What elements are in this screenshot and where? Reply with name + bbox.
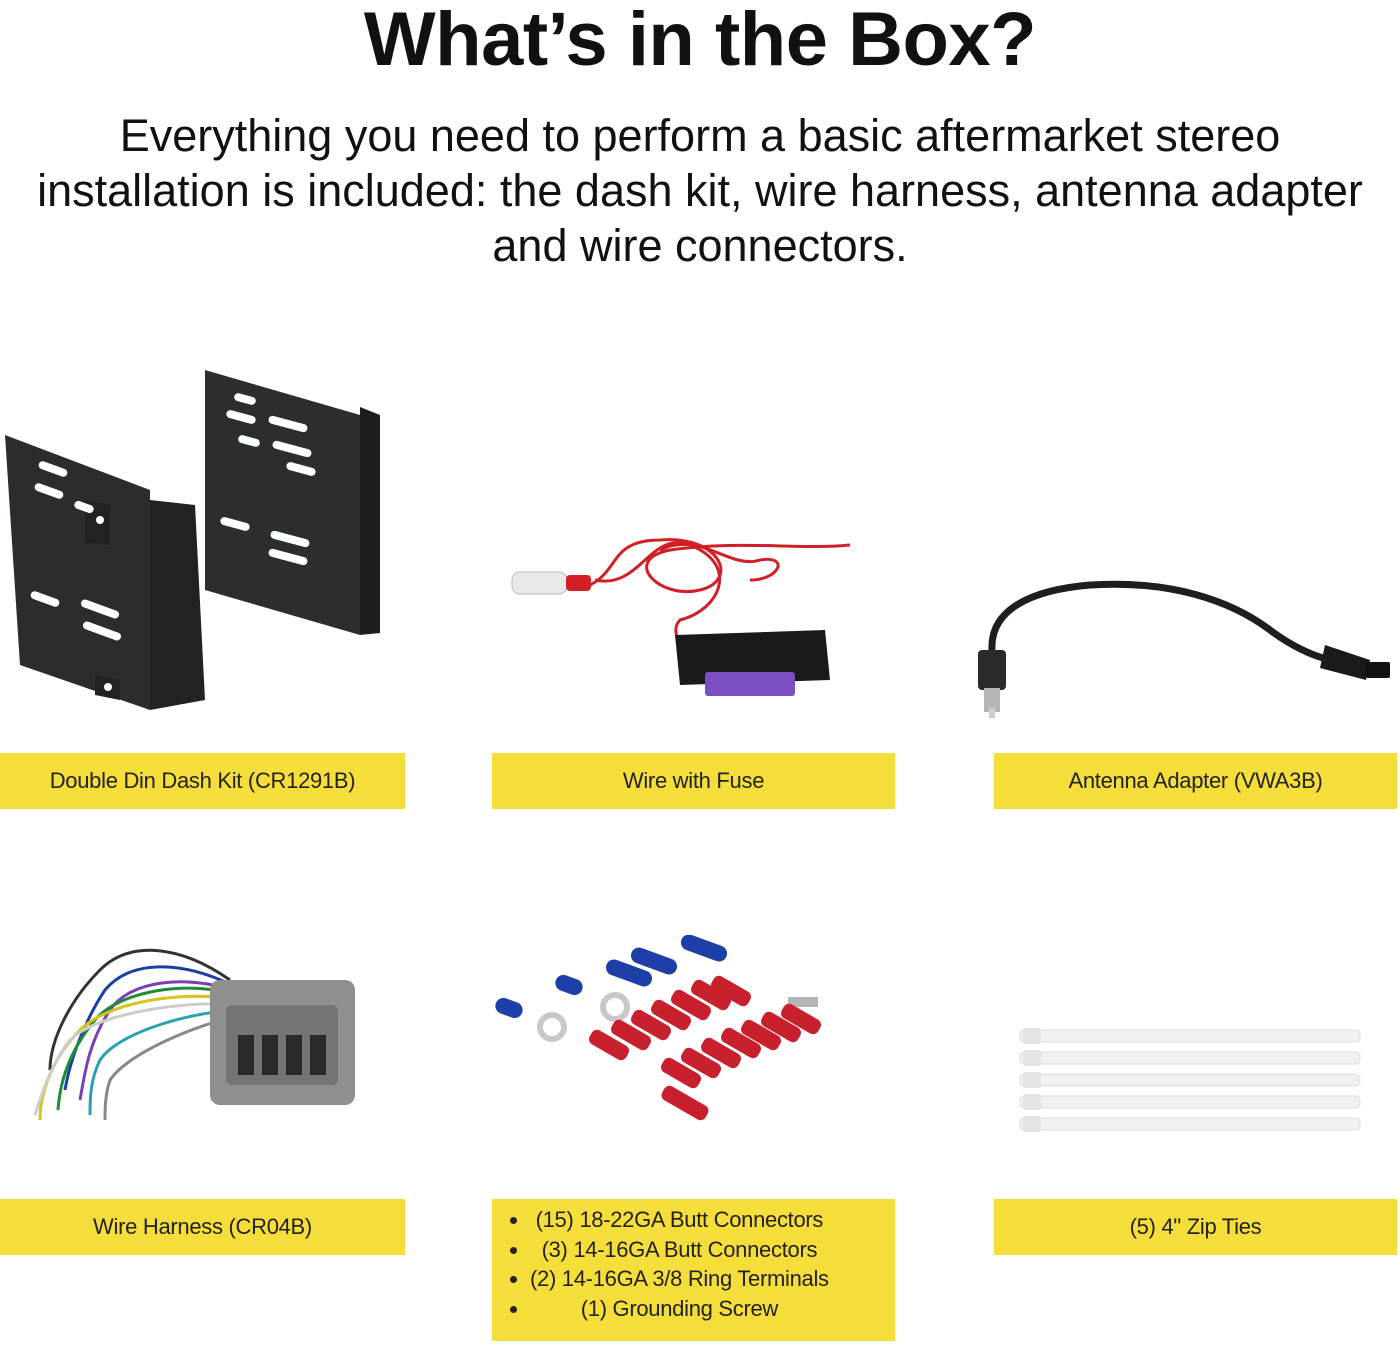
list-item: (15) 18-22GA Butt Connectors	[530, 1205, 829, 1235]
item-label-zip-ties: (5) 4" Zip Ties	[994, 1199, 1397, 1255]
connectors-image	[495, 935, 821, 1121]
item-label-wire-harness: Wire Harness (CR04B)	[0, 1199, 405, 1255]
wire-harness-image	[33, 948, 355, 1121]
zip-ties-image	[1019, 1028, 1361, 1132]
item-label-connectors: (15) 18-22GA Butt Connectors (3) 14-16GA…	[492, 1199, 895, 1341]
list-item: (2) 14-16GA 3/8 Ring Terminals	[530, 1264, 829, 1294]
item-label-wire-fuse: Wire with Fuse	[492, 753, 895, 809]
fused-wire-image	[511, 538, 851, 696]
list-item: (3) 14-16GA Butt Connectors	[530, 1235, 829, 1265]
page-title: What’s in the Box?	[363, 0, 1037, 82]
list-item: (1) Grounding Screw	[530, 1294, 829, 1324]
item-label-antenna-adapter: Antenna Adapter (VWA3B)	[994, 753, 1397, 809]
page-subtitle: Everything you need to perform a basic a…	[37, 110, 1363, 271]
connectors-list: (15) 18-22GA Butt Connectors (3) 14-16GA…	[492, 1199, 829, 1323]
antenna-adapter-image	[978, 580, 1390, 718]
dash-kit-image	[5, 370, 380, 710]
item-label-dash-kit: Double Din Dash Kit (CR1291B)	[0, 753, 405, 809]
